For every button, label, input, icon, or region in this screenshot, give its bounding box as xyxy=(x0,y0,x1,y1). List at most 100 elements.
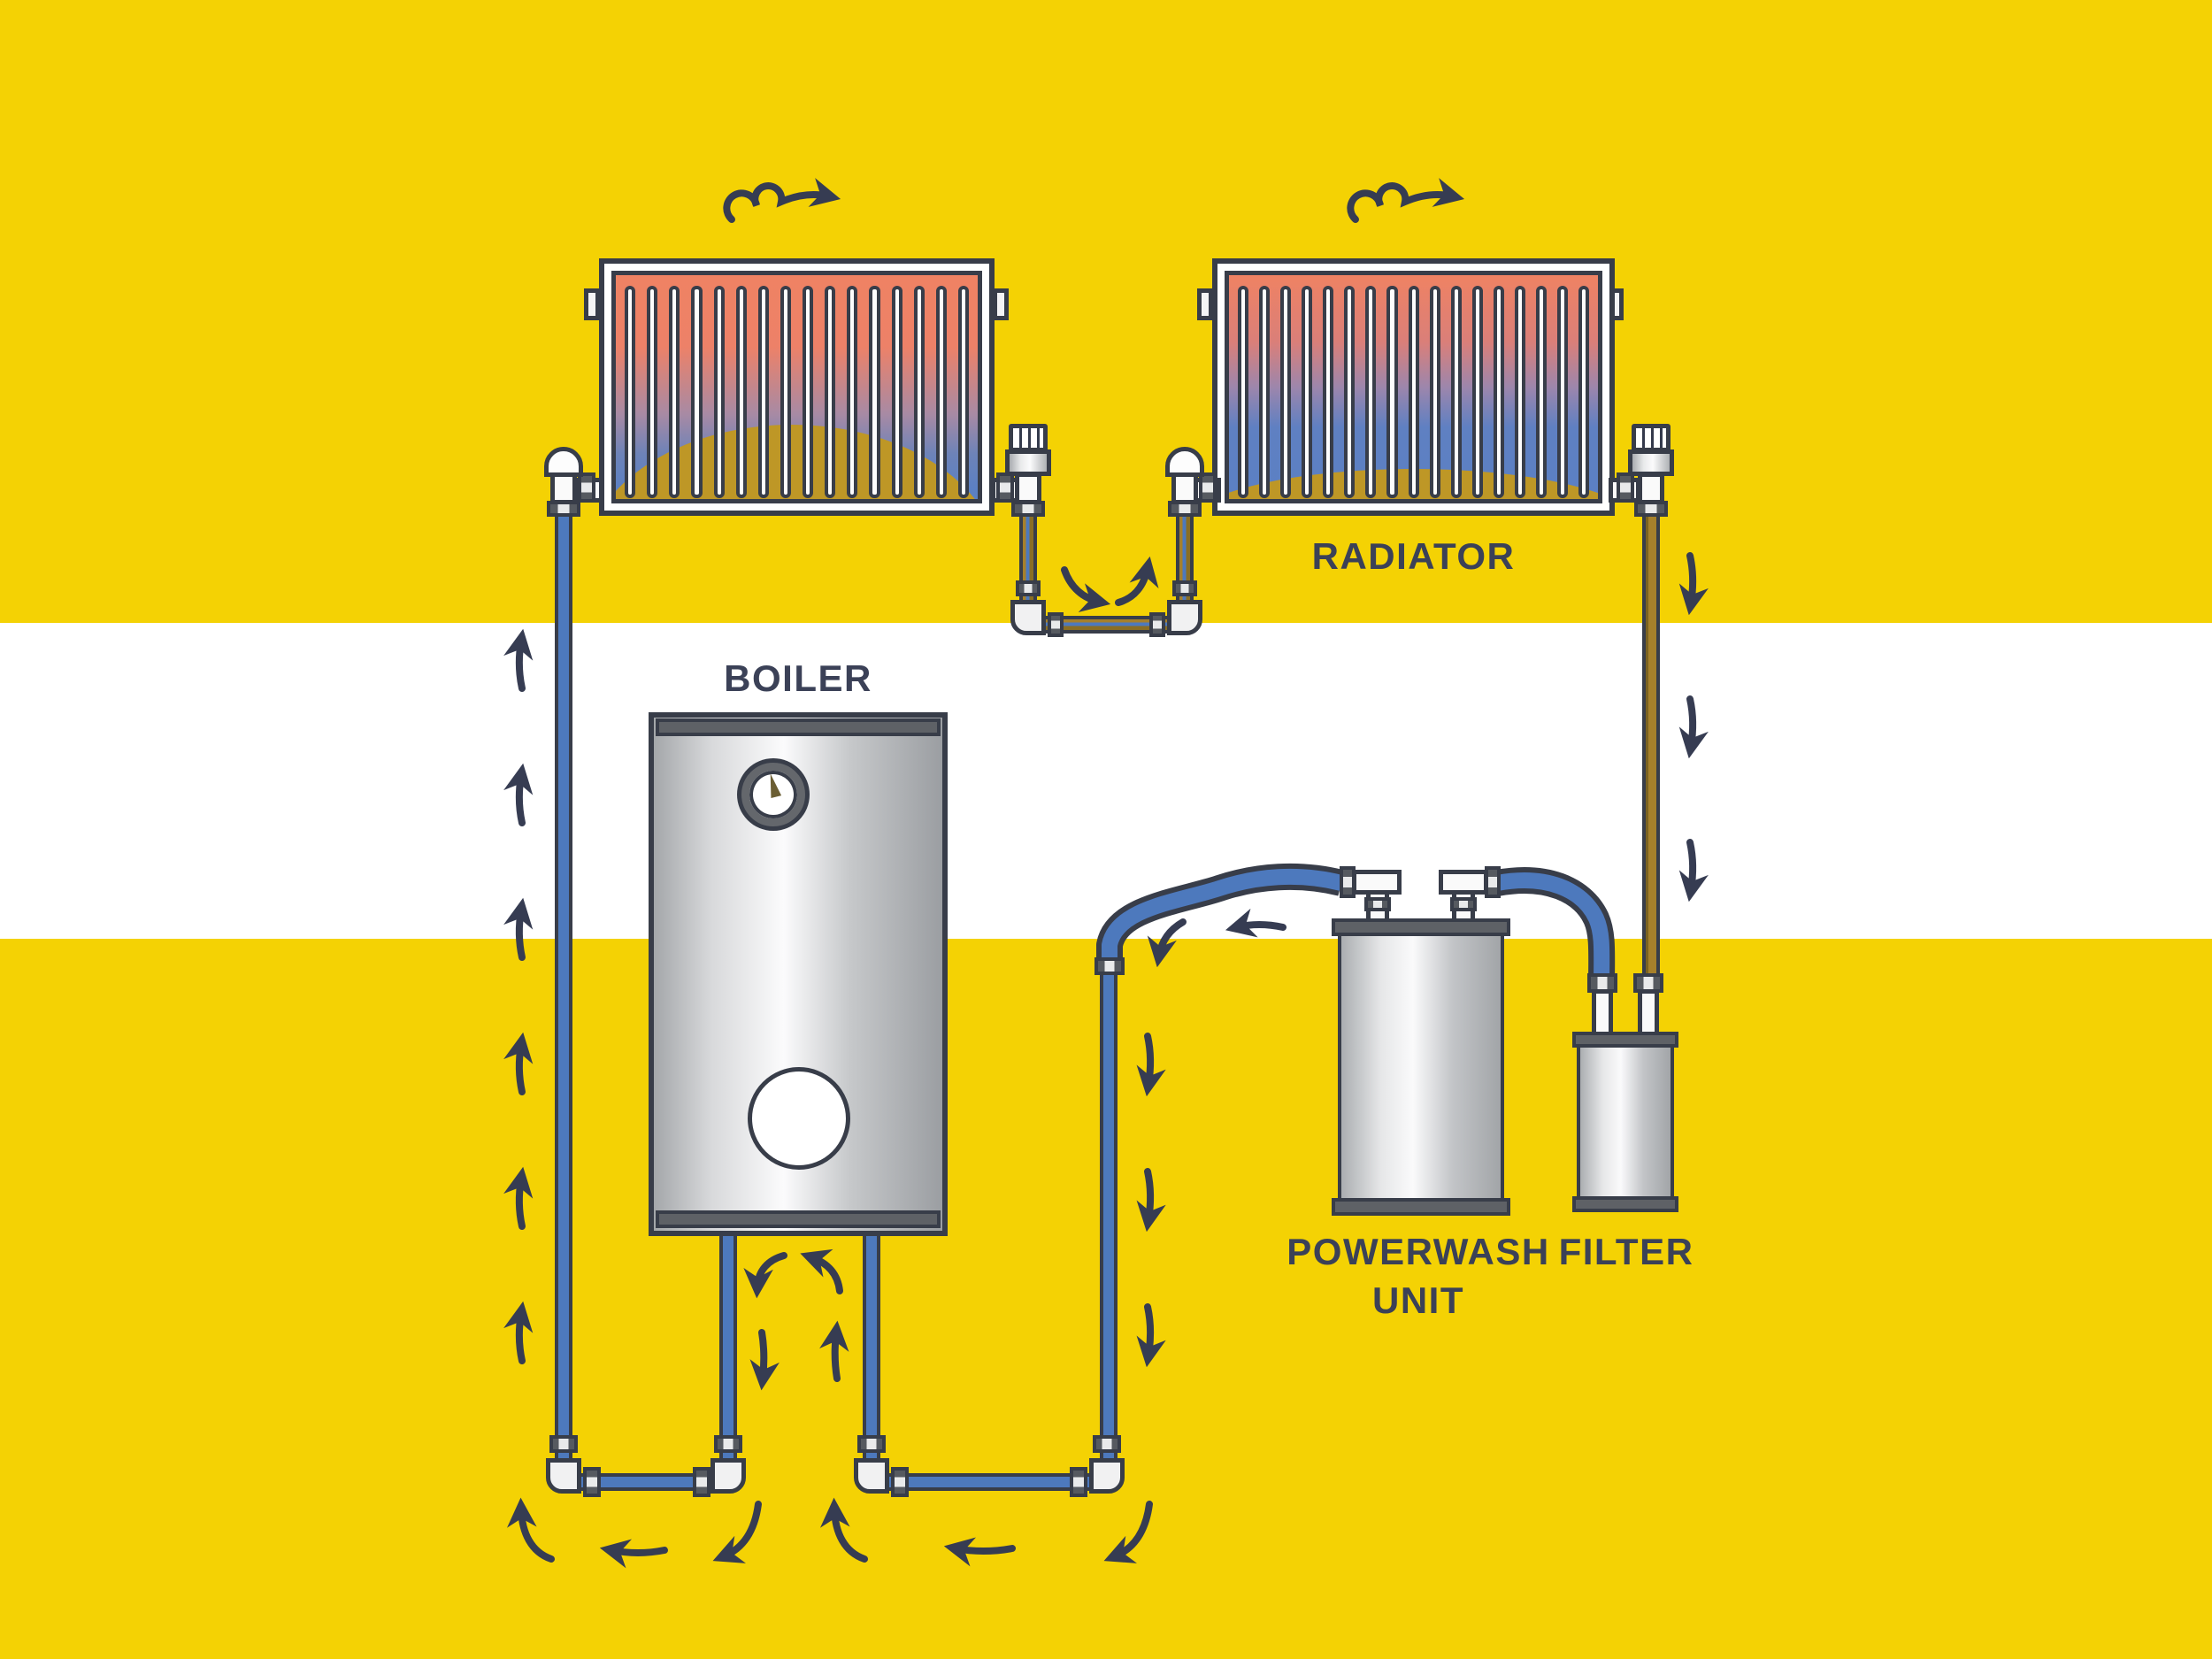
radiator-left-fins xyxy=(625,286,969,498)
boiler-label: BOILER xyxy=(724,657,872,699)
powerwash-tee-right-collar xyxy=(1485,866,1501,898)
valve-l-right-body xyxy=(1005,449,1051,476)
radiator-right-core xyxy=(1225,271,1602,503)
valve-l-left-union xyxy=(547,501,580,517)
flow-arrow-curve-up-icon xyxy=(1115,556,1159,606)
fitting-midu-right-top xyxy=(1172,580,1197,596)
powerwash-unit-label: POWERWASH UNIT xyxy=(1283,1228,1554,1325)
pipe-bottomu2 xyxy=(886,1473,1093,1491)
filter-stub-left-collar xyxy=(1587,973,1617,993)
flow-arrow-turn-up-icon xyxy=(819,1497,868,1563)
flow-arrow-left-icon xyxy=(943,1537,1016,1567)
flow-arrow-up-icon xyxy=(503,897,534,961)
pipe-boiler-right xyxy=(863,1230,880,1465)
fitting-u2-right-side xyxy=(1070,1467,1087,1497)
powerwash-tee-left-collar xyxy=(1340,866,1356,898)
gauge-icon xyxy=(741,763,805,826)
pipe-boiler-left xyxy=(719,1230,737,1465)
flow-arrow-down-icon xyxy=(1678,695,1709,759)
vent-valve-icon-2 xyxy=(1165,447,1204,477)
valve-r-left-union xyxy=(1168,501,1202,517)
elbow-u1-right xyxy=(710,1458,746,1494)
valve-l-left-arm-collar xyxy=(578,472,595,503)
boiler-bottom-band xyxy=(656,1210,941,1228)
boiler-port xyxy=(748,1067,850,1170)
radiator-left-bracket-left xyxy=(584,288,600,320)
elbow-u2-right xyxy=(1089,1458,1125,1494)
radiator-left-core xyxy=(611,271,982,503)
powerwash-unit-top-cap xyxy=(1332,918,1510,936)
valve-r-right-body xyxy=(1628,449,1674,476)
radiator-right-fins xyxy=(1238,286,1590,498)
flow-arrow-down-icon xyxy=(1136,1303,1166,1368)
filter-stub-right-collar xyxy=(1633,973,1663,993)
fitting-u2-right-top xyxy=(1093,1435,1121,1453)
powerwash-stem-left-collar xyxy=(1364,897,1391,911)
powerwash-unit-bottom-cap xyxy=(1332,1198,1510,1216)
valve-l-right-union xyxy=(1011,501,1045,517)
flow-arrow-up-icon xyxy=(503,763,534,826)
fitting-u2-left-top xyxy=(857,1435,886,1453)
elbow-u1-left xyxy=(546,1458,581,1494)
pipe-radiator-to-filter xyxy=(1642,513,1660,979)
filter-top-cap xyxy=(1572,1032,1678,1048)
flow-arrow-up-icon xyxy=(503,1301,534,1364)
valve-r-left-arm-collar xyxy=(1199,472,1217,503)
flow-arrow-curl-right-icon xyxy=(800,1248,843,1294)
pipe-powerwash-return xyxy=(1100,961,1118,1465)
flow-arrow-curve-down-icon xyxy=(1061,566,1111,613)
radiator-left-bracket-right xyxy=(993,288,1009,320)
fitting-u2-left-side xyxy=(891,1467,909,1497)
fitting-u1-right-side xyxy=(693,1467,710,1497)
flow-arrow-down-icon xyxy=(1136,1168,1166,1233)
valve-r-right-union xyxy=(1634,501,1668,517)
flow-arrow-up-icon xyxy=(503,628,534,692)
flow-arrow-down-icon xyxy=(1678,552,1709,616)
flow-arrow-up-icon xyxy=(819,1320,849,1382)
fitting-u1-left-side xyxy=(583,1467,601,1497)
pipe-midu-bottom xyxy=(1042,616,1171,634)
flow-arrow-left-icon xyxy=(1225,908,1286,938)
filter-label: FILTER xyxy=(1558,1231,1694,1272)
powerwash-unit-body xyxy=(1338,933,1504,1202)
boiler-top-band xyxy=(656,718,941,736)
vent-valve-icon xyxy=(544,447,583,477)
pipe-left-riser xyxy=(555,511,572,1465)
flow-arrow-down-icon xyxy=(1678,839,1709,902)
flow-arrow-left-icon xyxy=(599,1539,668,1569)
elbow-u2-left xyxy=(854,1458,889,1494)
radiator-right xyxy=(1212,258,1615,516)
flow-arrow-curl-left-icon xyxy=(743,1252,787,1299)
radiator-left xyxy=(599,258,995,516)
fitting-u1-right-top xyxy=(714,1435,742,1453)
lockshield-valve-icon xyxy=(1009,424,1048,452)
hose-powerwash-right xyxy=(1495,872,1610,988)
heat-squiggle-arrow-right-icon xyxy=(1347,178,1465,223)
flow-arrow-up-icon xyxy=(503,1166,534,1230)
elbow-midu-left xyxy=(1010,600,1046,635)
flow-arrow-turn-left-icon xyxy=(1103,1501,1153,1563)
flow-arrow-turn-left-icon xyxy=(712,1501,762,1563)
lockshield-valve-icon-2 xyxy=(1632,424,1671,452)
valve-r-right-arm-collar xyxy=(1617,472,1634,503)
flow-arrow-down-icon xyxy=(1136,1033,1166,1097)
flow-arrow-bend-icon xyxy=(1147,918,1187,968)
powerwash-unit-label-line1: POWERWASH xyxy=(1286,1231,1550,1272)
fitting-midu-left-top xyxy=(1016,580,1041,596)
flow-arrow-down-icon xyxy=(749,1329,780,1391)
fitting-u1-left-top xyxy=(549,1435,578,1453)
fitting-midu-h-left xyxy=(1048,612,1064,637)
background-band xyxy=(0,623,2212,939)
hose-powerwash-left xyxy=(1102,868,1344,966)
flow-arrow-turn-up-icon xyxy=(506,1497,555,1563)
elbow-midu-right xyxy=(1167,600,1202,635)
flow-arrow-up-icon xyxy=(503,1032,534,1095)
heat-squiggle-arrow-left-icon xyxy=(723,178,841,223)
radiator-right-bracket-left xyxy=(1197,288,1213,320)
powerwash-stem-right-collar xyxy=(1450,897,1477,911)
fitting-midu-h-right xyxy=(1149,612,1165,637)
powerwash-unit-label-line2: UNIT xyxy=(1372,1279,1464,1321)
